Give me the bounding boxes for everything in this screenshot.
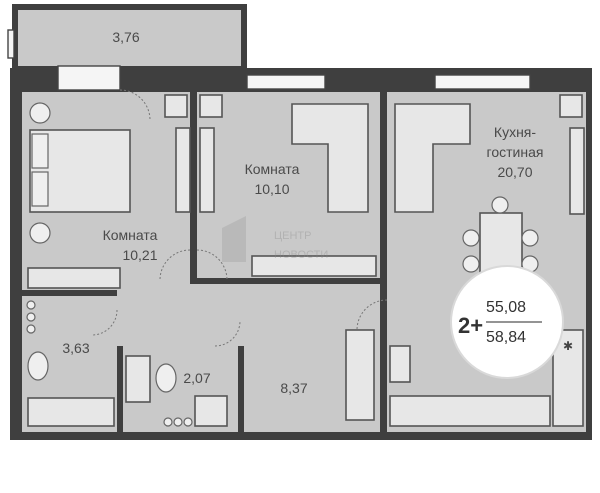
- kitchen-tv: [569, 127, 585, 215]
- room2-name: Комната: [245, 161, 300, 177]
- chair-4: [521, 229, 539, 247]
- door-toilet: [214, 320, 241, 347]
- fridge-snowflake-icon: ✱: [563, 339, 573, 353]
- window-room2: [246, 74, 326, 90]
- toilet-area: 2,07: [183, 370, 210, 386]
- bath-outlet-1: [26, 300, 36, 310]
- kitchen-cabinet: [559, 94, 583, 118]
- door-room2: [196, 249, 228, 281]
- toilet-bowl: [155, 363, 177, 393]
- kitchen-shelf: [345, 329, 375, 421]
- bedroom-wardrobe: [27, 267, 121, 289]
- door-bedroom: [159, 249, 191, 281]
- toilet-washer: [194, 395, 228, 427]
- door-balcony: [119, 89, 151, 121]
- hall-area: 8,37: [280, 380, 307, 396]
- room2-area: 10,10: [254, 181, 289, 197]
- chair-1: [491, 196, 509, 214]
- badge-rooms: 2+: [458, 313, 483, 338]
- toilet-outlet-2: [173, 417, 183, 427]
- bedroom-name: Комната: [103, 227, 158, 243]
- kitchen-name-line1: Кухня-: [494, 124, 536, 140]
- kitchen-area: 20,70: [497, 164, 532, 180]
- bathtub: [27, 397, 115, 427]
- bedroom-lamp-2: [29, 222, 51, 244]
- door-kitchen: [356, 299, 388, 331]
- room2-desk: [199, 127, 215, 213]
- watermark-line2: НОВОСТИ: [274, 249, 328, 261]
- bath-outlet-2: [26, 312, 36, 322]
- bath-sink: [27, 351, 49, 381]
- room2-sofa: [291, 103, 369, 213]
- balcony-area: 3,76: [112, 29, 139, 45]
- watermark-logo: ЦЕНТР НОВОСТИ: [222, 216, 328, 262]
- area-badge: 2+ 55,08 58,84: [450, 265, 564, 379]
- bed-pillow-1: [31, 133, 49, 169]
- balcony-floor: [18, 10, 241, 66]
- kitchen-counter: [389, 395, 551, 427]
- kitchen-column: [389, 345, 411, 383]
- toilet-tank: [125, 355, 151, 403]
- bedroom-lamp-1: [29, 102, 51, 124]
- bedroom-desk: [175, 127, 191, 213]
- bath-outlet-3: [26, 324, 36, 334]
- toilet-outlet-1: [163, 417, 173, 427]
- corridor-floor: [117, 284, 247, 346]
- kitchen-name-line2: гостиная: [487, 144, 544, 160]
- bedroom-area: 10,21: [122, 247, 157, 263]
- window-balcony-left: [7, 29, 15, 59]
- chair-3: [462, 255, 480, 273]
- bathroom-area: 3,63: [62, 340, 89, 356]
- room2-cabinet: [199, 94, 223, 118]
- door-bath: [91, 309, 118, 336]
- badge-living-area: 55,08: [486, 299, 526, 316]
- chair-2: [462, 229, 480, 247]
- watermark-line1: ЦЕНТР: [274, 230, 311, 242]
- toilet-outlet-3: [183, 417, 193, 427]
- bed-pillow-2: [31, 171, 49, 207]
- badge-total-area: 58,84: [486, 329, 526, 346]
- kitchen-sofa: [394, 103, 471, 213]
- window-kitchen: [434, 74, 531, 90]
- room2-wardrobe: [251, 255, 377, 277]
- bedroom-cabinet: [164, 94, 188, 118]
- window-bedroom: [57, 65, 121, 91]
